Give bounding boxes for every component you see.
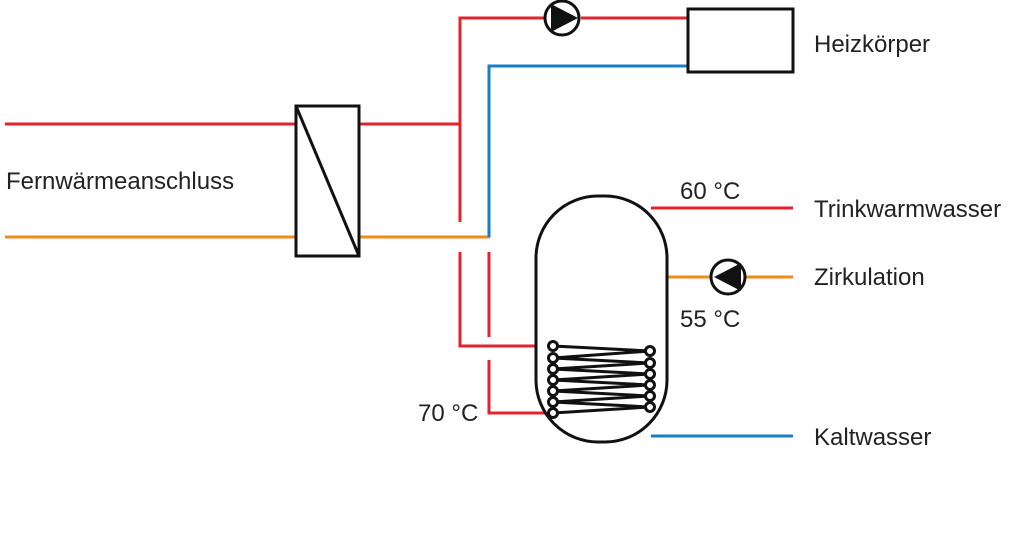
label-zirkulation: Zirkulation bbox=[814, 264, 925, 291]
label-temp-60: 60 °C bbox=[680, 178, 741, 205]
label-temp-70: 70 °C bbox=[418, 400, 479, 427]
radiator-pump-icon bbox=[543, 0, 581, 37]
label-trinkwarmwasser: Trinkwarmwasser bbox=[814, 196, 1002, 223]
radiator-return-pipe bbox=[487, 64, 688, 237]
circulation-pump-icon bbox=[709, 258, 747, 296]
coil-return-pipe bbox=[487, 360, 553, 415]
label-heizkoerper: Heizkörper bbox=[814, 31, 931, 58]
heat-exchanger-icon bbox=[294, 104, 361, 258]
label-kaltwasser: Kaltwasser bbox=[814, 424, 932, 451]
heating-coil-icon bbox=[547, 340, 656, 419]
radiator-icon bbox=[686, 7, 795, 74]
coil-supply-pipe bbox=[458, 252, 553, 348]
label-temp-55: 55 °C bbox=[680, 306, 741, 333]
label-fernwaermeanschluss: Fernwärmeanschluss bbox=[6, 168, 235, 195]
radiator-supply-pipe bbox=[458, 16, 544, 222]
